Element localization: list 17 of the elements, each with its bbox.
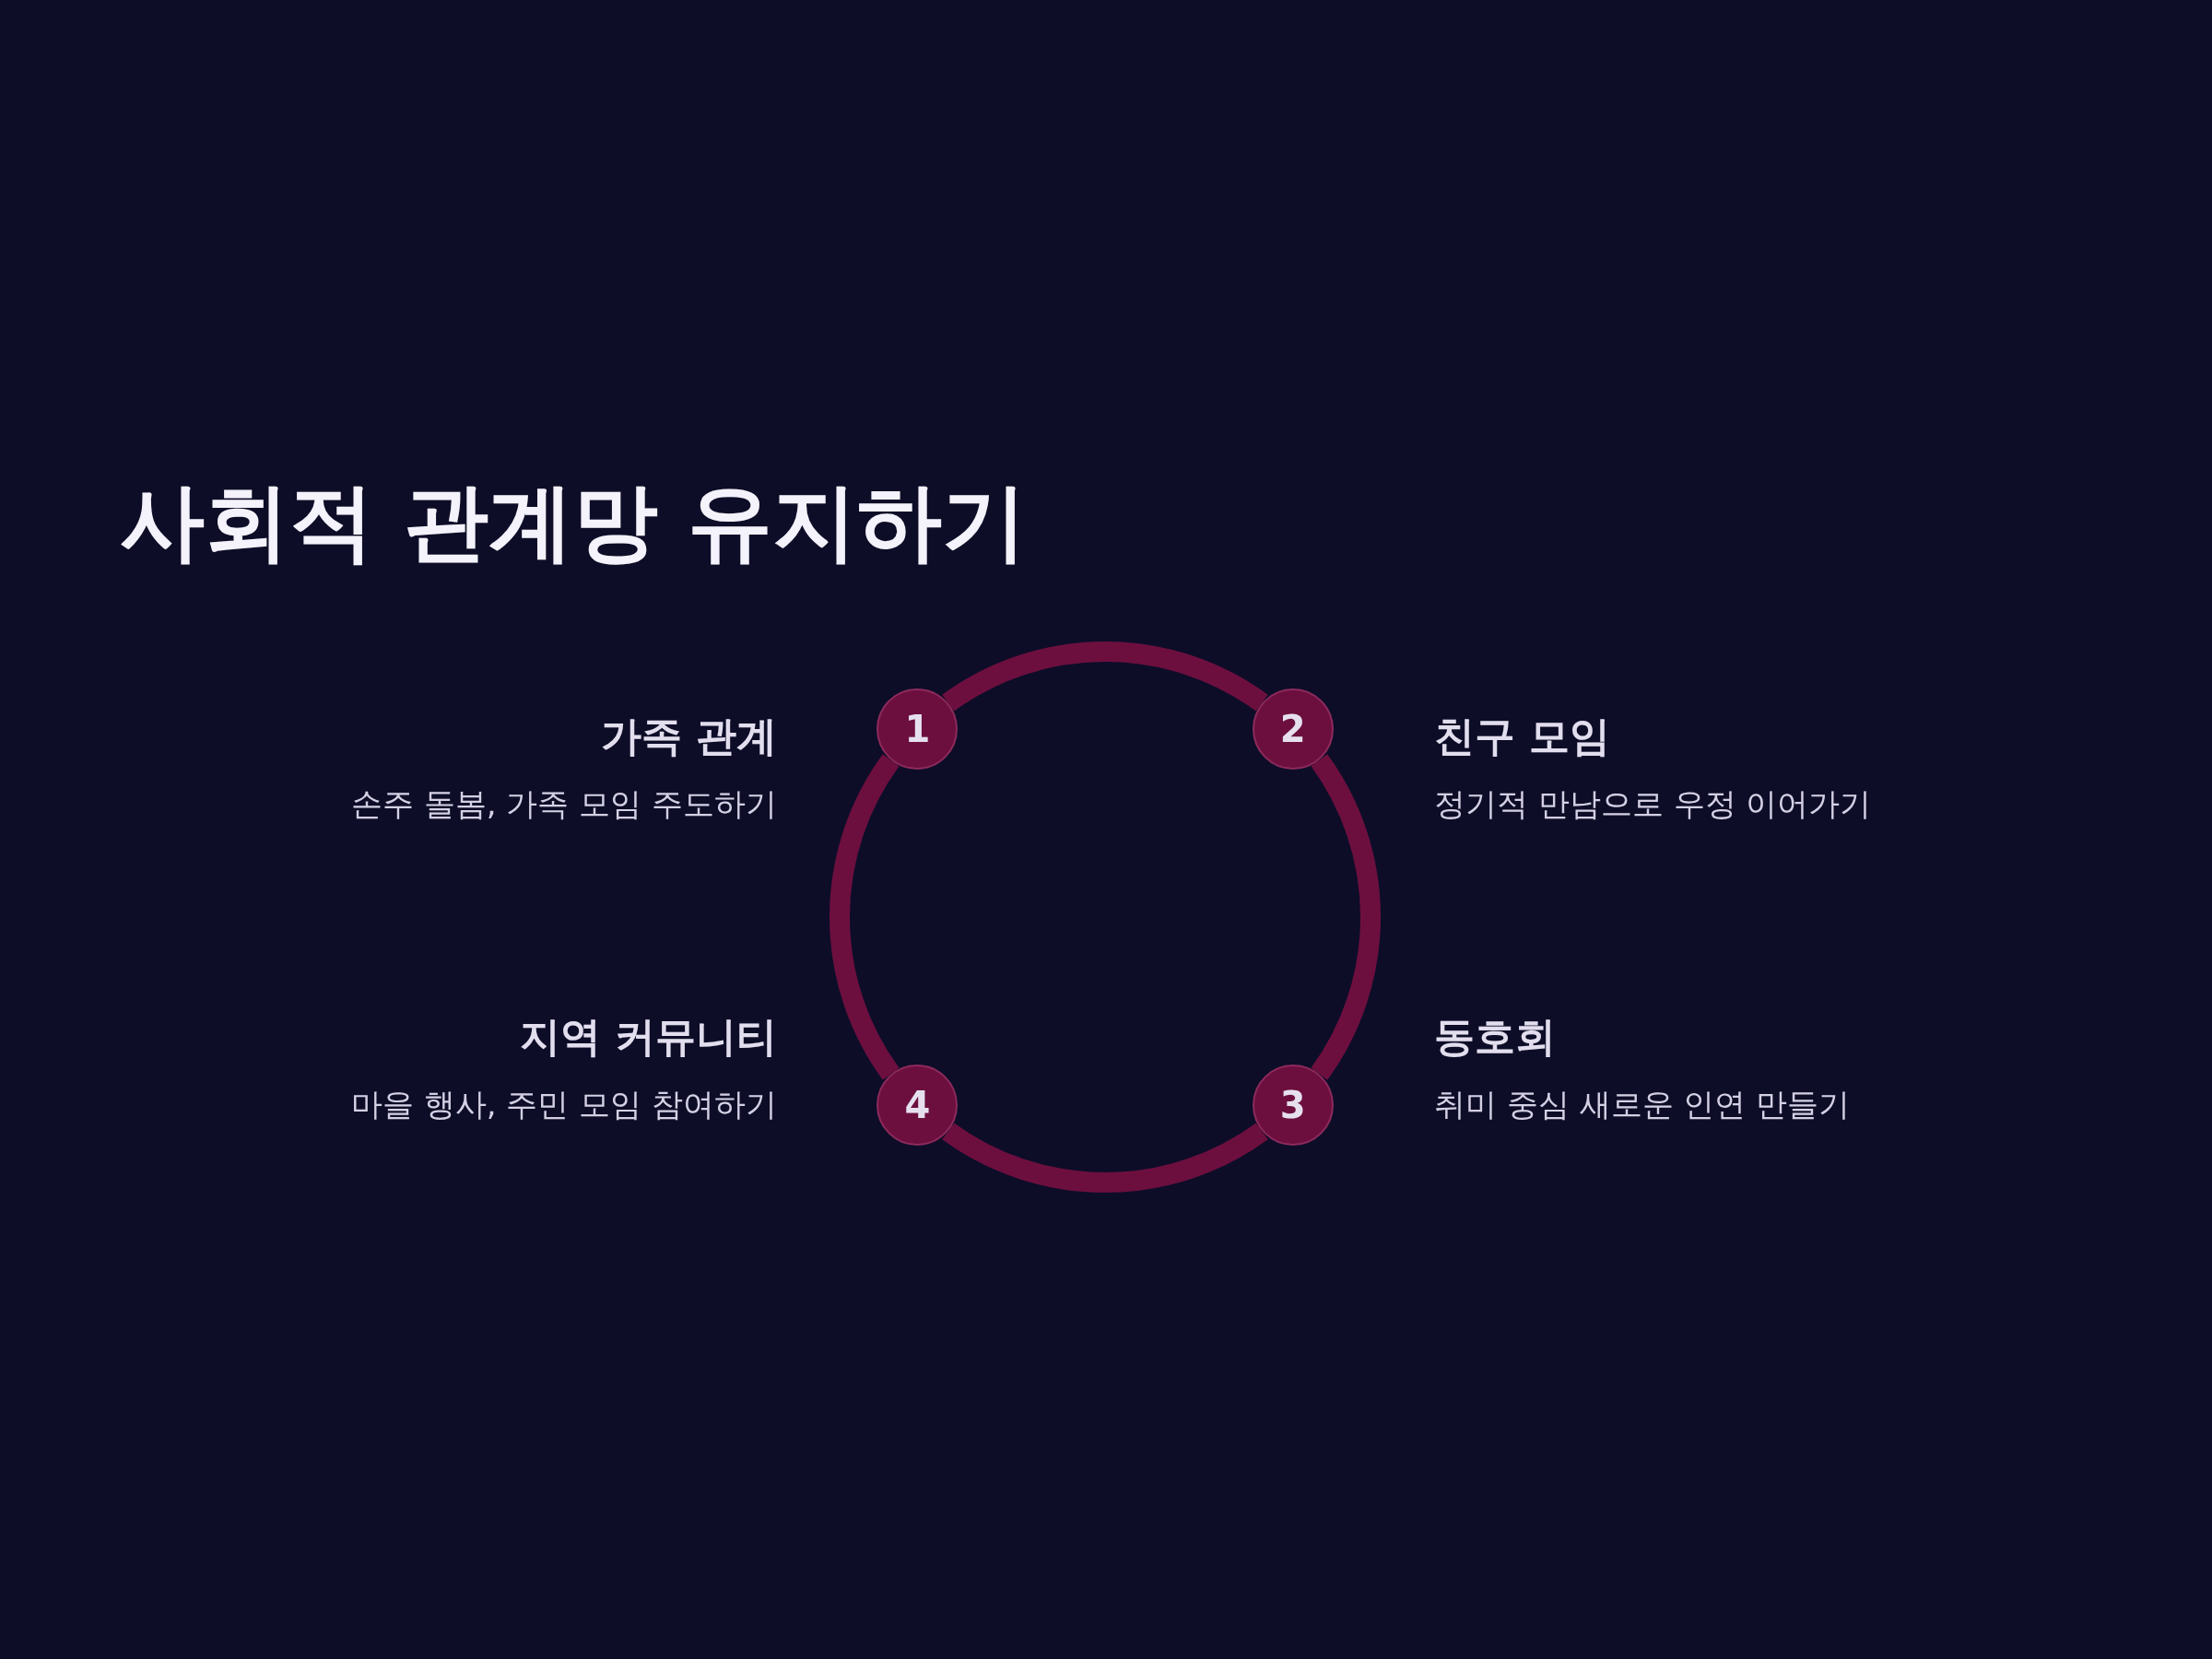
step-description: 마을 행사, 주민 모임 참여하기: [350, 1085, 777, 1124]
step-description: 정기적 만남으로 우정 이어가기: [1434, 784, 1872, 824]
ring-arc: [942, 641, 1268, 712]
step-description: 손주 돌봄, 가족 모임 주도하기: [350, 784, 777, 824]
step-number-circle: 3: [1252, 1064, 1334, 1146]
ring-arc: [942, 1123, 1268, 1193]
step-heading: 동호회: [1434, 1012, 1556, 1062]
step-heading: 가족 관계: [600, 712, 777, 761]
step-heading: 지역 커뮤니티: [519, 1012, 777, 1062]
step-heading: 친구 모임: [1434, 712, 1611, 761]
step-description: 취미 중심 새로운 인연 만들기: [1434, 1085, 1851, 1124]
ring-arc: [830, 754, 900, 1080]
step-number-circle: 1: [877, 688, 959, 771]
title: 사회적 관계망 유지하기: [120, 472, 1028, 573]
step-number-circle: 4: [877, 1064, 959, 1146]
ring-arc: [1311, 754, 1381, 1080]
step-number-circle: 2: [1252, 688, 1334, 771]
